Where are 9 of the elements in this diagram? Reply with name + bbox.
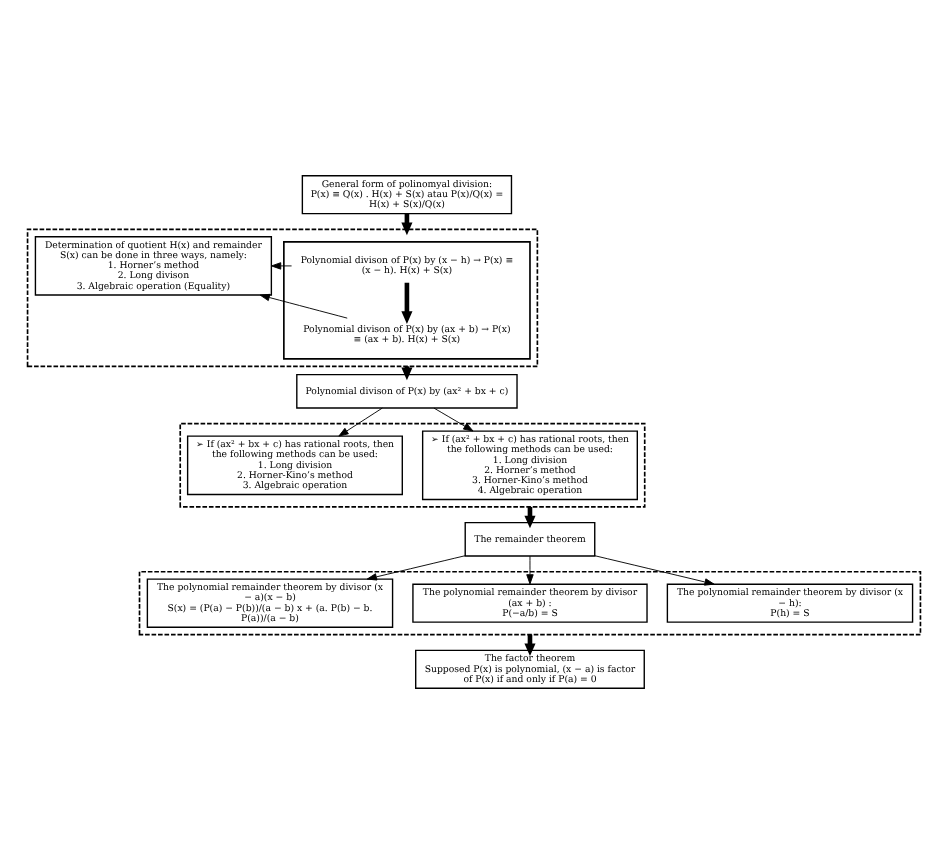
- arrow: [433, 407, 474, 432]
- arrow: [401, 282, 413, 324]
- arrow: [259, 293, 348, 319]
- arrow: [594, 555, 715, 586]
- arrow: [366, 555, 466, 581]
- arrow: [526, 555, 534, 585]
- arrow: [338, 407, 383, 437]
- cluster: [283, 241, 531, 360]
- arrow: [271, 262, 293, 270]
